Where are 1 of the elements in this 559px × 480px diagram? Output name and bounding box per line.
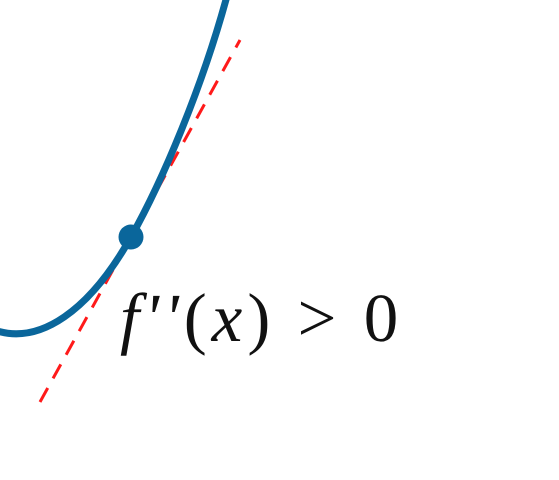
inequality-formula: f''(x) > 0 — [120, 281, 404, 357]
